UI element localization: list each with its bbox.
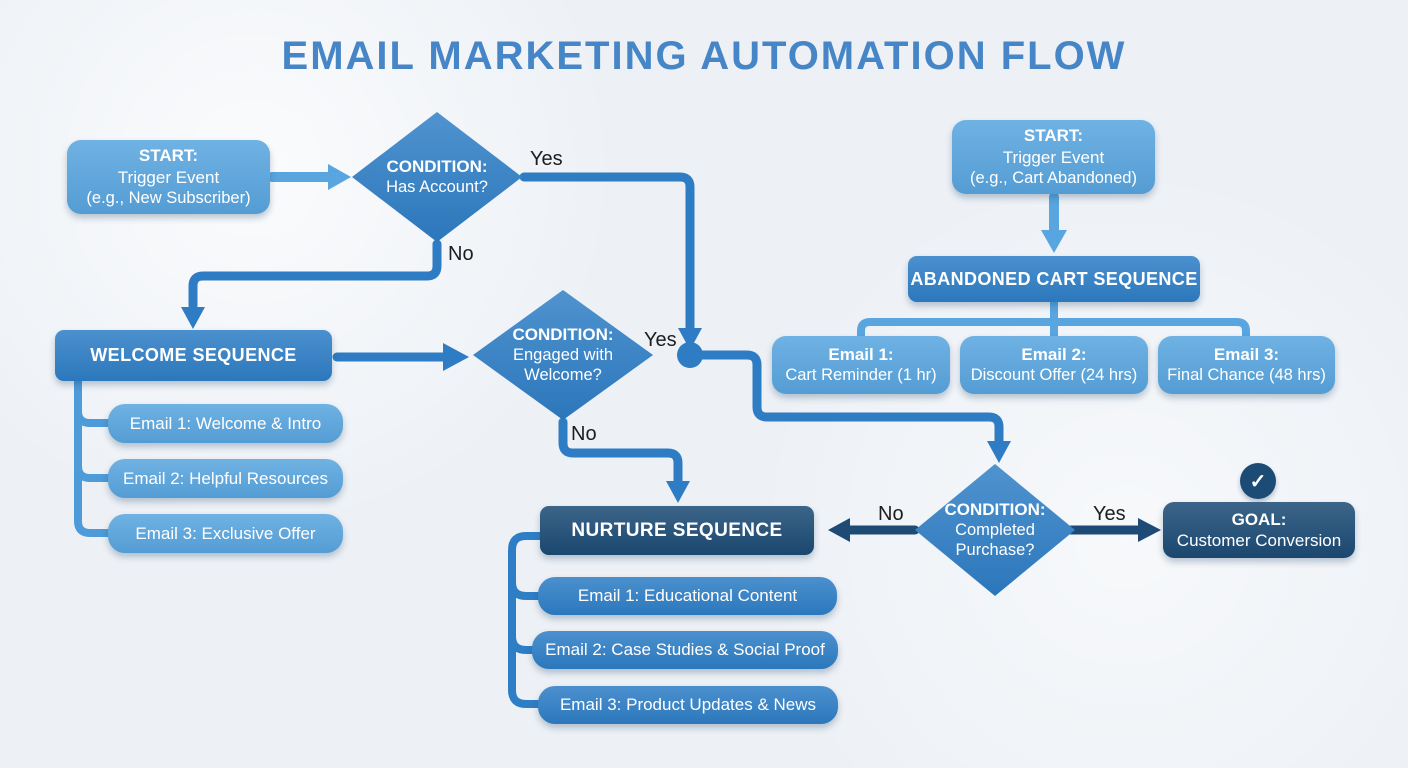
yes-label: Yes: [1093, 503, 1126, 525]
cart-email-title: Email 3:: [1213, 345, 1280, 365]
arrowhead-down-icon: [678, 328, 702, 350]
cart-email-title: Email 2:: [1021, 345, 1087, 365]
start-line3: (e.g., Cart Abandoned): [970, 168, 1137, 187]
start-line2: Trigger Event: [1002, 147, 1105, 167]
start-line2: Trigger Event: [117, 167, 220, 187]
abandoned-tree-connector: [857, 298, 1250, 342]
welcome-sequence-header: WELCOME SEQUENCE: [55, 330, 332, 381]
cart-email-title: Email 1:: [828, 345, 894, 365]
nurture-email-3: Email 3: Product Updates & News: [538, 686, 838, 724]
abandoned-cart-header: ABANDONED CART SEQUENCE: [908, 256, 1200, 302]
arrowhead-left-icon: [828, 518, 850, 542]
arrowhead-down-icon: [666, 481, 690, 503]
start-label: START:: [1023, 126, 1084, 146]
no-label: No: [571, 423, 597, 445]
edge-condition1-yes-to-junction: [519, 172, 695, 333]
condition-label: CONDITION:: [512, 324, 614, 344]
cart-email-3: Email 3: Final Chance (48 hrs): [1158, 336, 1335, 394]
start-line3: (e.g., New Subscriber): [86, 188, 251, 207]
cart-email-detail: Final Chance (48 hrs): [1167, 366, 1326, 385]
edge-condition2-no-to-nurture: [558, 417, 683, 486]
condition-question-line1: Completed: [955, 521, 1035, 540]
start-node-cart-abandoned: START: Trigger Event (e.g., Cart Abandon…: [952, 120, 1155, 194]
welcome-email-3: Email 3: Exclusive Offer: [108, 514, 343, 553]
condition-question-line2: Welcome?: [524, 366, 602, 385]
cart-email-1: Email 1: Cart Reminder (1 hr): [772, 336, 950, 394]
arrowhead-down-icon: [987, 441, 1011, 463]
nurture-sequence-header: NURTURE SEQUENCE: [540, 506, 814, 555]
condition-question-line1: Engaged with: [513, 346, 613, 365]
arrowhead-right-icon: [443, 343, 469, 371]
welcome-bracket-connector: [74, 375, 114, 537]
cart-email-2: Email 2: Discount Offer (24 hrs): [960, 336, 1148, 394]
yes-label: Yes: [530, 148, 563, 170]
goal-label: GOAL:: [1231, 509, 1287, 529]
nurture-email-2: Email 2: Case Studies & Social Proof: [532, 631, 838, 669]
page-title: EMAIL MARKETING AUTOMATION FLOW: [281, 34, 1127, 78]
edge-condition1-no-to-welcome: [188, 239, 442, 311]
goal-node: GOAL: Customer Conversion: [1163, 502, 1355, 558]
nurture-email-1: Email 1: Educational Content: [538, 577, 837, 615]
condition-question: Has Account?: [386, 178, 488, 197]
arrowhead-down-icon: [181, 307, 205, 329]
junction-dot: [677, 342, 703, 368]
condition-question-line2: Purchase?: [955, 541, 1035, 560]
arrowhead-down-icon: [1041, 230, 1067, 253]
welcome-email-1: Email 1: Welcome & Intro: [108, 404, 343, 443]
cart-email-detail: Discount Offer (24 hrs): [970, 366, 1138, 385]
no-label: No: [878, 503, 904, 525]
arrowhead-right-icon: [1138, 518, 1161, 542]
nurture-bracket-connector: [508, 532, 550, 708]
yes-label: Yes: [644, 329, 677, 351]
condition-label: CONDITION:: [386, 156, 488, 176]
edge-junction-to-condition3: [690, 350, 1004, 446]
start-label: START:: [138, 146, 199, 166]
goal-detail: Customer Conversion: [1176, 531, 1342, 550]
cart-email-detail: Cart Reminder (1 hr): [785, 366, 937, 385]
start-node-new-subscriber: START: Trigger Event (e.g., New Subscrib…: [67, 140, 270, 214]
condition-label: CONDITION:: [944, 499, 1046, 519]
arrowhead-right-icon: [328, 164, 351, 190]
welcome-email-2: Email 2: Helpful Resources: [108, 459, 343, 498]
check-icon: ✓: [1240, 463, 1276, 499]
no-label: No: [448, 243, 474, 265]
